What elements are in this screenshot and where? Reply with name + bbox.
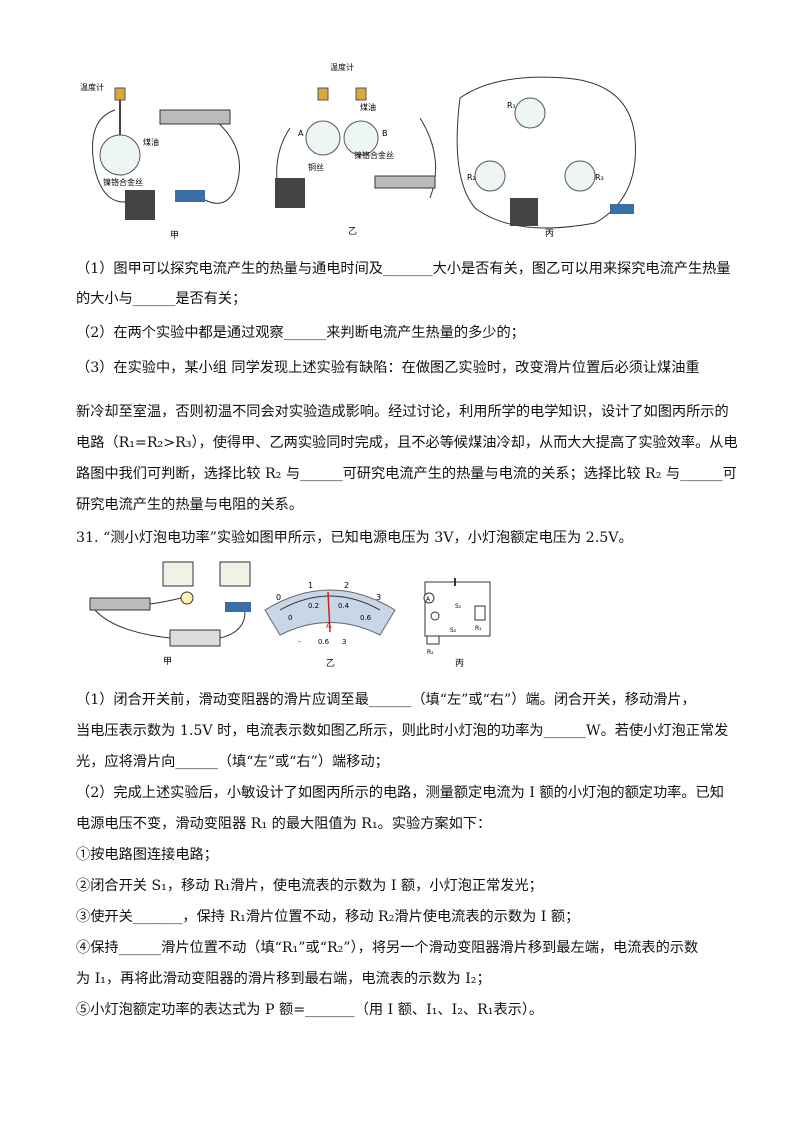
q30-p3-line3: 电路（R₁=R₂>R₃），使得甲、乙两实验同时完成，且不必等候煤油冷却，从而大大…	[76, 435, 738, 451]
q30-p2: （2）在两个实验中都是通过观察______来判断电流产生热量的多少的；	[76, 325, 525, 341]
figure-yi: 温度计 煤油 A B 铜丝 镍铬合金丝 乙	[275, 62, 437, 237]
q30-p3-line5: 研究电流产生的热量与电阻的关系。	[76, 497, 304, 513]
label-thermometer: 温度计	[80, 82, 104, 92]
q30-p3-line2: 新冷却至室温，否则初温不同会对实验造成影响。经过讨论，利用所学的电学知识，设计了…	[76, 404, 729, 420]
label-wire-yi: 镍铬合金丝	[354, 150, 394, 160]
q31-caption-jia: 甲	[163, 656, 172, 667]
q30-p1-line1: （1）图甲可以探究电流产生的热量与通电时间及_______大小是否有关，图乙可以…	[76, 261, 731, 277]
q31-p1-line3: 光，应将滑片向______（填“左”或“右”）端移动；	[76, 754, 389, 770]
label-kerosene: 煤油	[143, 137, 159, 147]
q31-step5: ⑤小灯泡额定功率的表达式为 P 额=_______（用 I 额、I₁、I₂、R₁…	[76, 1002, 544, 1018]
q31-p2-line1: （2）完成上述实验后，小敏设计了如图丙所示的电路，测量额定电流为 I 额的小灯泡…	[76, 785, 724, 801]
q31-caption-yi: 乙	[326, 658, 335, 669]
q31-step3: ③使开关_______，保持 R₁滑片位置不动，移动 R₂滑片使电流表的示数为 …	[76, 909, 580, 925]
meter-unit: A	[326, 621, 332, 630]
q31-p1-line2: 当电压表示数为 1.5V 时，电流表示数如图乙所示，则此时小灯泡的功率为____…	[76, 723, 729, 739]
q30-p1-line2: 的大小与______是否有关；	[76, 291, 247, 307]
tick-bottom-2: 0.4	[338, 602, 350, 610]
terminal-neg: -	[298, 638, 301, 646]
tick-top-3: 3	[376, 593, 381, 602]
label-r2: R₂	[467, 173, 476, 182]
tick-bottom-0: 0	[288, 614, 292, 622]
caption-bing: 丙	[545, 228, 554, 239]
tick-top-0: 0	[276, 593, 281, 602]
label-r1: R₁	[507, 101, 516, 110]
q31-step4-line2: 为 I₁，再将此滑动变阻器的滑片移到最右端，电流表的示数为 I₂；	[76, 971, 491, 987]
tick-bottom-1: 0.2	[308, 602, 319, 610]
tick-top-2: 2	[344, 581, 349, 590]
q31-p2-line2: 电源电压不变，滑动变阻器 R₁ 的最大阻值为 R₁。实验方案如下：	[76, 816, 492, 832]
q31-p1-line1: （1）闭合开关前，滑动变阻器的滑片应调至最______（填“左”或“右”）端。闭…	[76, 692, 696, 708]
label-kerosene-yi: 煤油	[360, 102, 376, 112]
label-wire: 镍铬合金丝	[103, 177, 143, 187]
circuit-label-r2: R₂	[427, 649, 434, 656]
circuit-label-s2: S₂	[450, 627, 457, 634]
label-a: A	[298, 129, 304, 138]
q31-figure-yi-ammeter: 0 1 2 3 0 0.2 0.4 0.6 A - 0.6 3 乙	[264, 581, 396, 669]
caption-jia: 甲	[170, 230, 179, 240]
tick-bottom-3: 0.6	[360, 614, 372, 622]
q30-p3-line4: 路图中我们可判断，选择比较 R₂ 与______可研究电流产生的热量与电流的关系…	[76, 466, 737, 482]
q31-step2: ②闭合开关 S₁，移动 R₁滑片，使电流表的示数为 I 额，小灯泡正常发光；	[76, 878, 543, 894]
circuit-label-s1: S₁	[455, 603, 462, 610]
q31-stem: 31. “测小灯泡电功率”实验如图甲所示，已知电源电压为 3V，小灯泡额定电压为…	[76, 530, 633, 546]
q30-p3-line1: （3）在实验中，某小组 同学发现上述实验有缺陷：在做图乙实验时，改变滑片位置后必…	[76, 360, 700, 376]
terminal-06: 0.6	[318, 638, 330, 646]
circuit-label-r1: R₁	[475, 625, 482, 632]
q31-figure-jia: 甲	[89, 561, 251, 667]
label-b: B	[382, 129, 388, 138]
q31-step1: ①按电路图连接电路；	[76, 847, 218, 863]
q31-step4-line1: ④保持______滑片位置不动（填“R₁”或“R₂”），将另一个滑动变阻器滑片移…	[76, 940, 699, 956]
label-copper: 铜丝	[308, 162, 324, 172]
terminal-3: 3	[342, 638, 346, 646]
circuit-label-a: A	[426, 596, 431, 603]
figure-jia: 温度计 煤油 镍铬合金丝 甲	[80, 82, 240, 240]
label-r3: R₃	[595, 173, 604, 182]
q31-caption-bing: 丙	[455, 658, 464, 668]
caption-yi: 乙	[348, 226, 357, 237]
q31-figure-bing-circuit: A S₁ S₂ R₁ R₂ 丙	[423, 578, 491, 668]
figure-bing: R₁ R₂ R₃ 丙	[456, 76, 636, 239]
tick-top-1: 1	[308, 581, 313, 590]
label-thermometer-yi: 温度计	[330, 62, 354, 72]
